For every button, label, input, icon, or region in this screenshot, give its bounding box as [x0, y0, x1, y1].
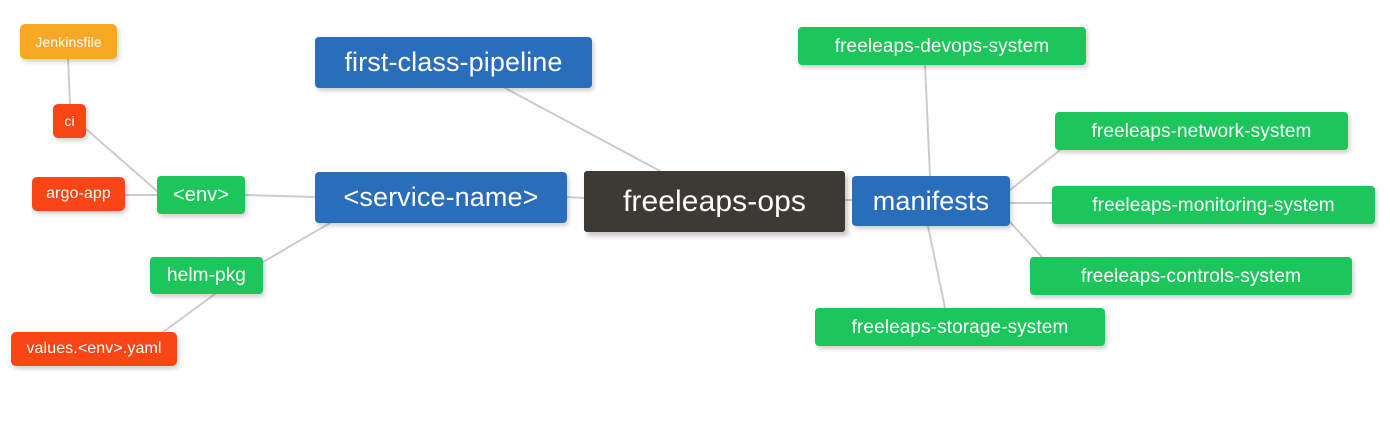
node-label-jenkinsfile: Jenkinsfile	[35, 33, 102, 50]
node-label-freeleaps-ops: freeleaps-ops	[622, 184, 807, 218]
node-label-service-name: <service-name>	[343, 182, 539, 212]
edge-jenkinsfile-to-ci	[67, 58, 71, 105]
edge-freeleaps-storage-system-to-manifests	[927, 225, 946, 309]
node-first-class-pipeline[interactable]: first-class-pipeline	[315, 37, 592, 88]
node-argo-app[interactable]: argo-app	[32, 177, 125, 211]
node-helm-pkg[interactable]: helm-pkg	[150, 257, 263, 294]
node-freeleaps-network-system[interactable]: freeleaps-network-system	[1055, 112, 1348, 150]
edge-service-name-to-freeleaps-ops	[566, 196, 585, 199]
edge-helm-pkg-to-service-name	[262, 222, 331, 263]
node-freeleaps-ops[interactable]: freeleaps-ops	[584, 171, 845, 232]
node-service-name[interactable]: <service-name>	[315, 172, 567, 223]
node-label-freeleaps-monitoring-system: freeleaps-monitoring-system	[1092, 194, 1335, 216]
node-label-freeleaps-network-system: freeleaps-network-system	[1091, 120, 1312, 142]
node-label-ci: ci	[64, 113, 75, 129]
node-label-env: <env>	[172, 184, 230, 206]
node-label-freeleaps-devops-system: freeleaps-devops-system	[834, 35, 1050, 57]
node-jenkinsfile[interactable]: Jenkinsfile	[20, 24, 117, 59]
node-values-yaml[interactable]: values.<env>.yaml	[11, 332, 177, 366]
node-label-freeleaps-controls-system: freeleaps-controls-system	[1080, 265, 1302, 287]
node-label-helm-pkg: helm-pkg	[167, 265, 246, 286]
edge-first-class-pipeline-to-freeleaps-ops	[504, 87, 661, 172]
node-freeleaps-devops-system[interactable]: freeleaps-devops-system	[798, 27, 1086, 65]
edge-freeleaps-network-system-to-manifests	[1009, 149, 1061, 191]
node-freeleaps-storage-system[interactable]: freeleaps-storage-system	[815, 308, 1105, 346]
node-ci[interactable]: ci	[53, 104, 86, 138]
edge-env-to-service-name	[244, 194, 316, 198]
edge-freeleaps-devops-system-to-manifests	[924, 64, 931, 177]
node-label-argo-app: argo-app	[46, 185, 111, 202]
node-env[interactable]: <env>	[157, 176, 245, 214]
node-label-freeleaps-storage-system: freeleaps-storage-system	[851, 316, 1069, 338]
node-manifests[interactable]: manifests	[852, 176, 1010, 226]
node-freeleaps-controls-system[interactable]: freeleaps-controls-system	[1030, 257, 1352, 295]
node-label-manifests: manifests	[872, 185, 990, 216]
node-label-values-yaml: values.<env>.yaml	[26, 340, 162, 357]
node-freeleaps-monitoring-system[interactable]: freeleaps-monitoring-system	[1052, 186, 1375, 224]
node-label-first-class-pipeline: first-class-pipeline	[344, 47, 563, 77]
edge-values-yaml-to-helm-pkg	[162, 293, 216, 333]
edge-freeleaps-controls-system-to-manifests	[1009, 221, 1043, 258]
